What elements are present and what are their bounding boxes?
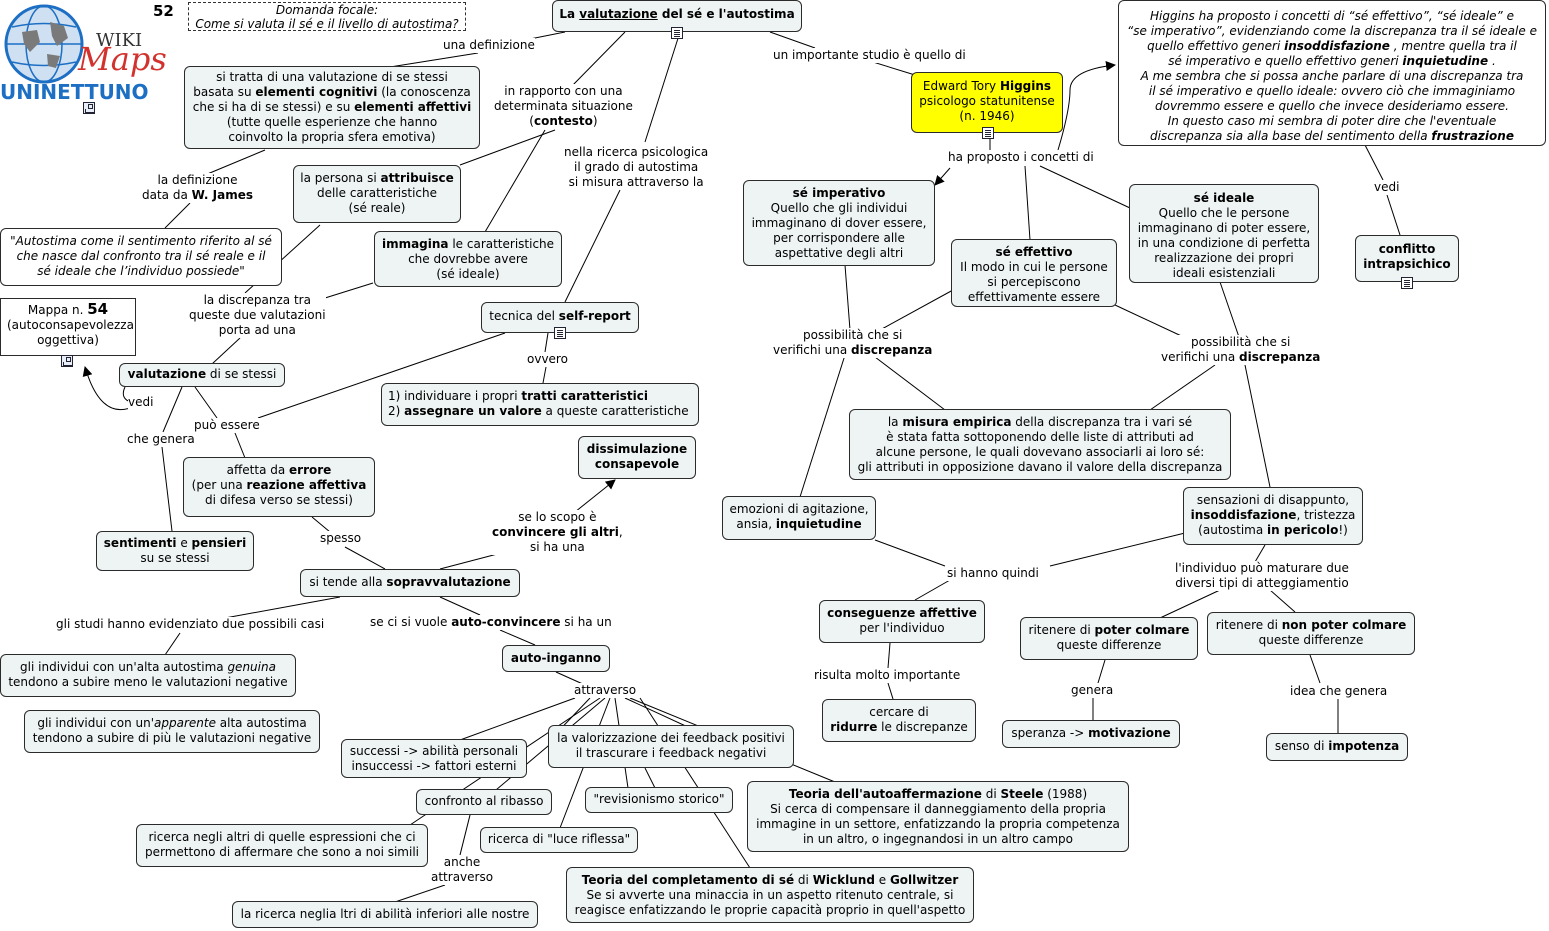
link-label-si-hanno-quindi: si hanno quindi: [947, 566, 1039, 581]
disappunto-insoddisfazione-node[interactable]: sensazioni di disappunto, insoddisfazion…: [1183, 487, 1363, 545]
ricerca-altri-simili-node[interactable]: ricerca negli altri di quelle espression…: [136, 824, 428, 867]
self-report-steps-node[interactable]: 1) individuare i propri tratti caratteri…: [381, 383, 699, 426]
dissimulazione-node[interactable]: dissimulazione consapevole: [578, 436, 696, 479]
self-report-node[interactable]: tecnica del self-report: [481, 302, 639, 339]
revisionismo-node[interactable]: "revisionismo storico": [585, 787, 733, 813]
abilita-inferiori-node[interactable]: la ricerca neglia ltri di abilità inferi…: [232, 901, 538, 928]
link-label-spesso: spesso: [320, 531, 362, 546]
document-icon[interactable]: [554, 327, 566, 339]
poter-colmare-node[interactable]: ritenere di poter colmare queste differe…: [1020, 617, 1198, 660]
globe-icon: [4, 4, 84, 84]
link-label-vedi-right: vedi: [1374, 180, 1400, 195]
document-icon[interactable]: [982, 127, 994, 139]
logo-wiki: WIKI: [96, 30, 143, 51]
link-label-possibilita-discrepanza-2: possibilità che si verifichi una discrep…: [1161, 335, 1321, 365]
feedback-node[interactable]: la valorizzazione dei feedback positivi …: [548, 725, 794, 768]
logo-maps: Maps: [78, 40, 167, 78]
link-label-ricerca-psicologica: nella ricerca psicologica il grado di au…: [564, 145, 709, 190]
james-quote-node[interactable]: "Autostima come il sentimento riferito a…: [0, 228, 282, 286]
link-label-ovvero: ovvero: [527, 352, 568, 367]
link-label-anche-attraverso: anche attraverso: [431, 855, 494, 885]
sentimenti-pensieri-node[interactable]: sentimenti e pensieri su se stessi: [96, 531, 254, 571]
map54-link-node[interactable]: Mappa n. 54 (autoconsapevolezza oggettiv…: [0, 298, 136, 367]
conseguenze-affettive-node[interactable]: conseguenze affettive per l'individuo: [819, 600, 985, 643]
autostima-apparente-node[interactable]: gli individui con un'apparente alta auto…: [24, 710, 320, 753]
map-number: 52: [153, 2, 174, 20]
focus-label: Domanda focale:: [275, 3, 379, 17]
senso-impotenza-node[interactable]: senso di impotenza: [1266, 733, 1408, 761]
higgins-note-node[interactable]: Higgins ha proposto i concetti di “sé ef…: [1118, 0, 1546, 146]
link-label-puo-essere: può essere: [194, 418, 260, 433]
non-poter-colmare-node[interactable]: ritenere di non poter colmare queste dif…: [1207, 612, 1415, 655]
se-imperativo-node[interactable]: sé imperativo Quello che gli individui i…: [743, 180, 935, 266]
map-link-icon[interactable]: [83, 102, 95, 114]
sé-reale-node[interactable]: la persona si attribuisce delle caratter…: [293, 165, 461, 223]
link-label-rapporto-contesto: in rapporto con una determinata situazio…: [494, 84, 633, 129]
title-node[interactable]: La valutazione del sé e l'autostima: [552, 0, 802, 39]
higgins-node[interactable]: Edward Tory Higgins psicologo statuniten…: [911, 72, 1063, 139]
successi-insuccessi-node[interactable]: successi -> abilità personali insuccessi…: [341, 739, 527, 778]
definition-node[interactable]: si tratta di una valutazione di se stess…: [184, 66, 480, 149]
focus-question-box: Domanda focale: Come si valuta il sé e i…: [188, 2, 466, 31]
focus-question: Come si valuta il sé e il livello di aut…: [195, 17, 459, 31]
ridurre-discrepanze-node[interactable]: cercare di ridurre le discrepanze: [822, 699, 976, 742]
sé-ideale-immagina-node[interactable]: immagina le caratteristiche che dovrebbe…: [374, 231, 562, 287]
document-icon[interactable]: [1401, 277, 1413, 289]
speranza-motivazione-node[interactable]: speranza -> motivazione: [1002, 720, 1180, 748]
logo-uninettuno: UNINETTUNO: [0, 80, 149, 104]
errore-node[interactable]: affetta da errore (per una reazione affe…: [183, 457, 375, 517]
link-label-discrepanza-tra: la discrepanza tra queste due valutazion…: [189, 293, 326, 338]
link-label-genera: genera: [1071, 683, 1114, 698]
teoria-wicklund-node[interactable]: Teoria del completamento di sé di Wicklu…: [566, 867, 974, 923]
se-effettivo-node[interactable]: sé effettivo Il modo in cui le persone s…: [951, 239, 1117, 307]
luce-riflessa-node[interactable]: ricerca di "luce riflessa": [480, 827, 638, 853]
link-label-importante-studio: un importante studio è quello di: [773, 48, 966, 63]
link-label-maturare: l'individuo può maturare due diversi tip…: [1175, 561, 1349, 591]
teoria-steele-node[interactable]: Teoria dell'autoaffermazione di Steele (…: [747, 781, 1129, 852]
link-label-che-genera: che genera: [127, 432, 195, 447]
link-label-vedi: vedi: [128, 395, 154, 410]
link-label-molto-importante: risulta molto importante: [814, 668, 961, 683]
sopravvalutazione-node[interactable]: si tende alla sopravvalutazione: [300, 569, 520, 597]
link-label-idea-che-genera: idea che genera: [1290, 684, 1388, 699]
document-icon[interactable]: [671, 27, 683, 39]
link-label-possibilita-discrepanza-1: possibilità che si verifichi una discrep…: [773, 328, 933, 358]
link-label-ha-proposto: ha proposto i concetti di: [948, 150, 1094, 165]
agitazione-inquietudine-node[interactable]: emozioni di agitazione, ansia, inquietud…: [722, 496, 876, 540]
link-label-definizione-james: la definizione data da W. James: [142, 173, 253, 203]
link-label-scopo-convincere: se lo scopo è convincere gli altri, si h…: [492, 510, 623, 555]
auto-inganno-node[interactable]: auto-inganno: [502, 645, 610, 672]
se-ideale-node[interactable]: sé ideale Quello che le persone immagina…: [1129, 184, 1319, 283]
map-link-icon[interactable]: [61, 355, 73, 367]
link-label-una-definizione: una definizione: [443, 38, 535, 53]
valutazione-se-stessi-node[interactable]: valutazione di se stessi: [119, 363, 285, 387]
confronto-ribasso-node[interactable]: confronto al ribasso: [416, 789, 552, 815]
wikimaps-logo: WIKI Maps UNINETTUNO: [0, 0, 185, 114]
autostima-genuina-node[interactable]: gli individui con un'alta autostima genu…: [0, 654, 296, 697]
misura-empirica-node[interactable]: la misura empirica della discrepanza tra…: [849, 409, 1231, 480]
conflitto-intrapsichico-node[interactable]: conflitto intrapsichico: [1355, 235, 1459, 289]
link-label-attraverso: attraverso: [574, 683, 637, 698]
link-label-studi: gli studi hanno evidenziato due possibil…: [56, 617, 325, 632]
link-label-auto-convincere: se ci si vuole auto-convincere si ha un: [370, 615, 612, 630]
